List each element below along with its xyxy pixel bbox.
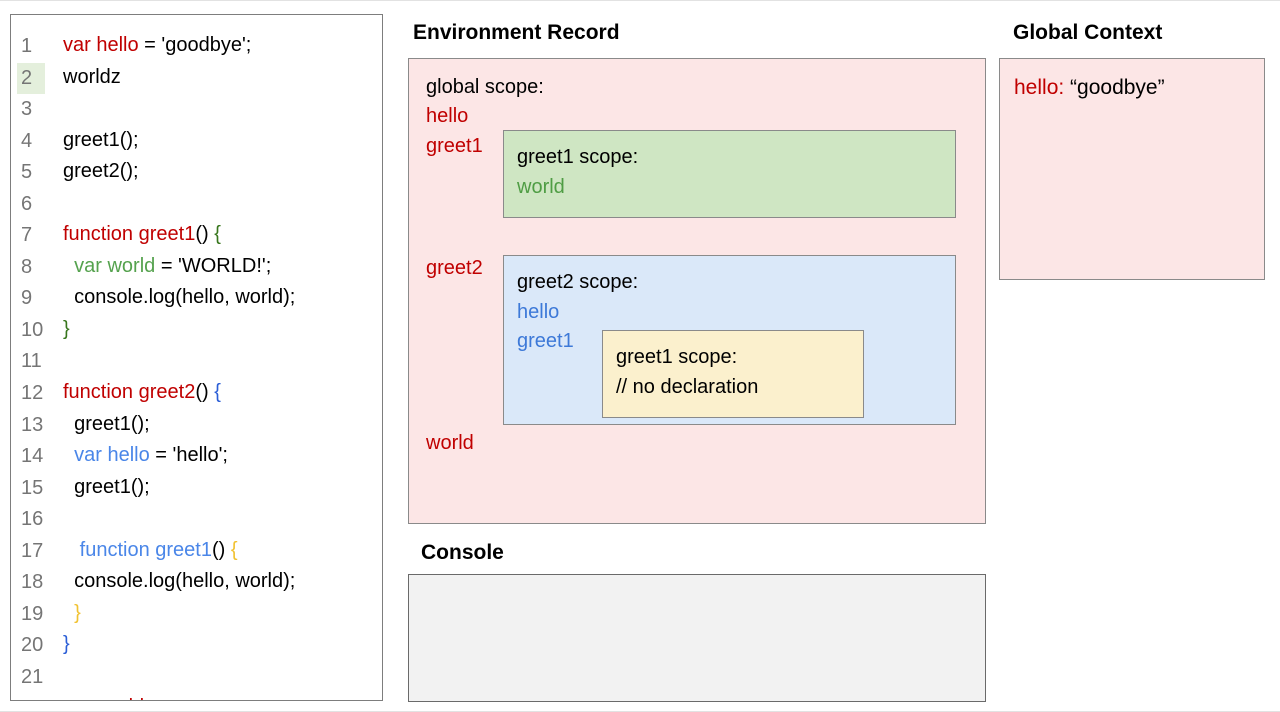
console-title: Console: [421, 541, 504, 564]
code-line: 14 var hello = 'hello';: [21, 441, 382, 473]
code-text: worldz: [63, 65, 121, 88]
code-line: 11: [21, 346, 382, 378]
code-line: 18 console.log(hello, world);: [21, 567, 382, 599]
global-context-key: hello:: [1014, 76, 1065, 99]
global-context-value: “goodbye”: [1064, 76, 1165, 99]
greet1-scope-label: greet1 scope:: [517, 146, 639, 168]
code-line: 10}: [21, 315, 382, 347]
greet2-scope-box: greet2 scope: hello greet1 greet1 scope:…: [503, 255, 956, 425]
line-number: 18: [21, 571, 44, 594]
line-number: 13: [21, 413, 44, 436]
line-number: 16: [21, 508, 44, 531]
inner-greet1-scope-label: greet1 scope:: [616, 346, 738, 368]
code-line: 8 var world = 'WORLD!';: [21, 252, 382, 284]
line-number: 8: [21, 255, 33, 278]
line-number: 2: [17, 62, 63, 95]
code-line: 13 greet1();: [21, 410, 382, 442]
line-number: 21: [21, 665, 44, 688]
code-line: 3: [21, 94, 382, 126]
code-text: }: [63, 317, 70, 340]
environment-record-title: Environment Record: [413, 21, 620, 44]
code-text: function greet1() {: [63, 223, 221, 246]
code-line: 21: [21, 662, 382, 694]
code-line: 17 function greet1() {: [21, 536, 382, 568]
code-line: 15 greet1();: [21, 473, 382, 505]
code-line: 4 greet1();: [21, 126, 382, 158]
environment-record-box: global scope: hello greet1 greet1 scope:…: [408, 58, 986, 524]
code-text: function greet1() {: [79, 538, 238, 561]
line-number: 11: [21, 350, 42, 373]
greet1-scope-box: greet1 scope: world: [503, 130, 956, 218]
global-scope-label: global scope:: [426, 76, 544, 98]
line-number: 19: [21, 602, 44, 625]
console-output-box: [408, 574, 986, 702]
global-member-world: world: [426, 432, 474, 454]
code-text: var world;: [63, 693, 150, 700]
line-number: 10: [21, 318, 44, 341]
code-text: console.log(hello, world);: [63, 570, 296, 593]
inner-greet1-scope-box: greet1 scope: // no declaration: [602, 330, 864, 418]
code-text: }: [63, 633, 70, 656]
code-line: 9 console.log(hello, world);: [21, 283, 382, 315]
inner-greet1-scope-comment: // no declaration: [616, 376, 759, 398]
line-number: 17: [21, 539, 44, 562]
code-text: var world = 'WORLD!';: [74, 254, 272, 277]
code-text: greet1();: [63, 475, 150, 498]
code-line: 5 greet2();: [21, 157, 382, 189]
code-text: var hello = 'hello';: [74, 444, 228, 467]
line-number: 12: [21, 382, 44, 405]
global-member-greet2: greet2: [426, 257, 483, 279]
greet2-scope-member-greet1: greet1: [517, 330, 574, 352]
line-number: 22: [21, 693, 63, 700]
code-line: 16: [21, 504, 382, 536]
code-text: console.log(hello, world);: [63, 286, 296, 309]
line-number: 20: [21, 634, 44, 657]
line-number: 1: [21, 35, 33, 57]
line-number: 3: [21, 98, 33, 121]
code-text: }: [74, 601, 81, 624]
line-number: 4: [21, 129, 33, 152]
greet2-scope-member-hello: hello: [517, 301, 560, 323]
code-line: 20}: [21, 630, 382, 662]
code-line: 12 function greet2() {: [21, 378, 382, 410]
code-line: 19 }: [21, 599, 382, 631]
code-text: var hello = 'goodbye';: [63, 34, 252, 56]
greet1-scope-member-world: world: [517, 176, 565, 198]
line-number: 14: [21, 445, 44, 468]
line-number: 5: [21, 161, 33, 184]
line-number: 7: [21, 224, 33, 247]
code-text: greet1();: [63, 128, 139, 151]
line-number: 6: [21, 192, 33, 215]
global-member-hello: hello: [426, 105, 469, 127]
line-number: 9: [21, 287, 33, 310]
global-context-title: Global Context: [1013, 21, 1163, 44]
code-line: 22var world;: [21, 693, 382, 700]
line-number: 15: [21, 476, 44, 499]
code-line: 1 var hello = 'goodbye';: [21, 31, 382, 63]
code-text: greet1();: [63, 412, 150, 435]
code-line: 6: [21, 189, 382, 221]
code-line: 7 function greet1() {: [21, 220, 382, 252]
code-text: greet2();: [63, 160, 139, 183]
code-text: function greet2() {: [63, 381, 221, 404]
global-member-greet1: greet1: [426, 135, 483, 157]
global-context-box: hello: “goodbye”: [999, 58, 1265, 280]
global-context-entry: hello: “goodbye”: [1014, 73, 1165, 103]
greet2-scope-label: greet2 scope:: [517, 271, 639, 293]
